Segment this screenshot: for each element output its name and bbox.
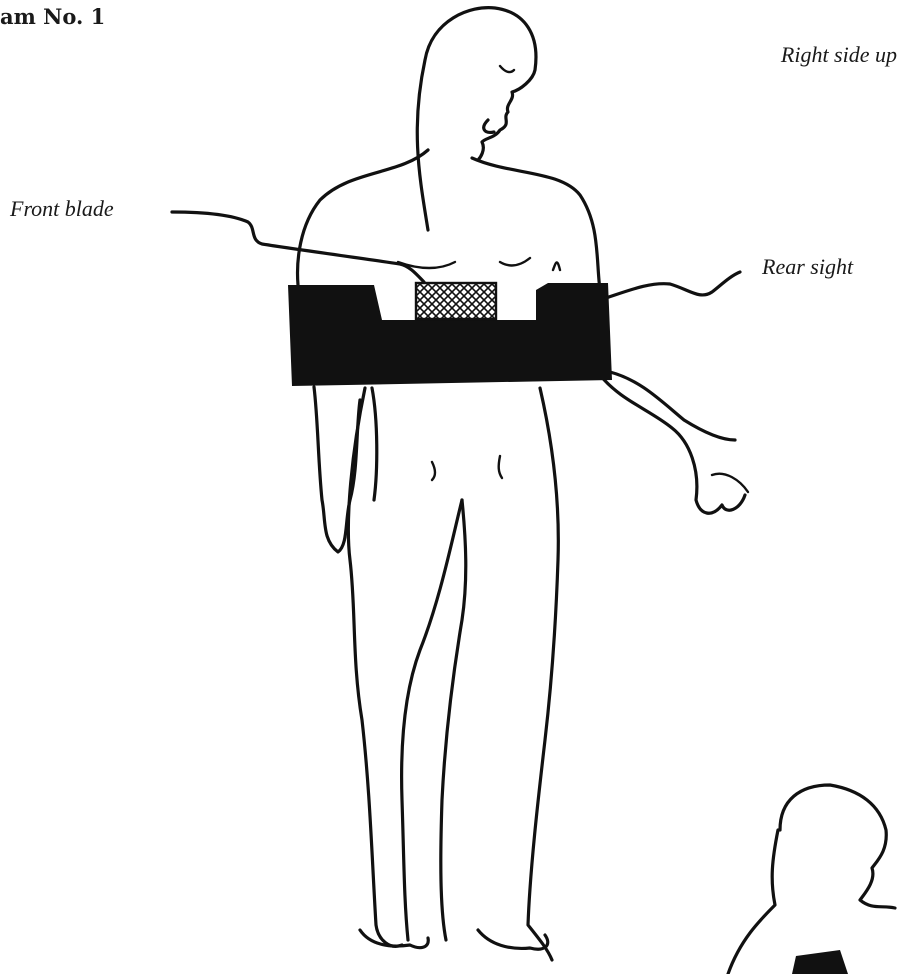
sight-bar: [288, 283, 612, 386]
figure-legs: [348, 388, 558, 960]
second-figure-bar: [792, 950, 848, 974]
figure-torso: [298, 150, 600, 290]
rear-sight-leader: [606, 272, 740, 298]
front-blade-hatched: [416, 283, 496, 319]
second-figure-partial: [728, 785, 895, 974]
figure-left-arm: [314, 387, 377, 552]
figure-right-arm: [600, 372, 748, 513]
figure-head: [417, 8, 536, 230]
